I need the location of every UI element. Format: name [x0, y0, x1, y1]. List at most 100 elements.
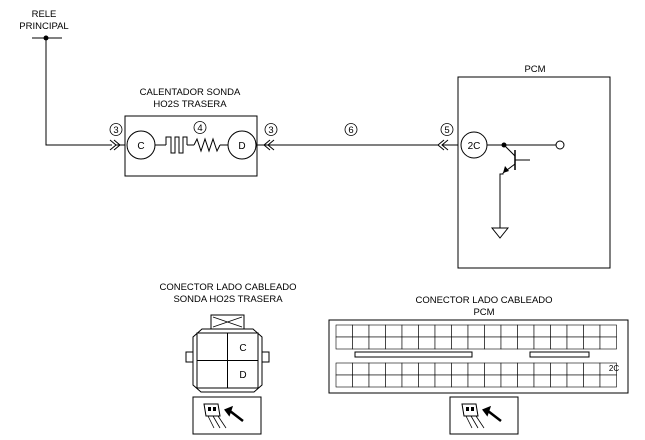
pcm-connector-cavity	[550, 374, 568, 388]
pcm-connector-cavity	[583, 324, 601, 338]
pcm-connector-cavity	[401, 336, 419, 350]
connector-pcm-title-line2: PCM	[473, 307, 494, 318]
pcm-connector-cavity	[566, 324, 584, 338]
pcm-title: PCM	[524, 64, 545, 75]
pcm-connector-cavity	[517, 336, 535, 350]
callout-circle	[109, 123, 123, 136]
pcm-connector-cavity	[385, 374, 403, 388]
pcm-connector-cavity	[533, 362, 551, 376]
transistor-collector	[503, 144, 516, 157]
main-relay: RELE PRINCIPAL	[19, 9, 69, 41]
pcm-connector-cavity	[418, 336, 436, 350]
pcm-connector-cavity	[517, 324, 535, 338]
pcm-connector-top-row	[335, 324, 617, 350]
connector-side-tab	[262, 351, 270, 363]
heater-title-line1: CALENTADOR SONDA	[140, 87, 241, 98]
pcm-connector-cavity	[335, 362, 353, 376]
pcm-connector-cavity	[451, 362, 469, 376]
view-direction-box	[449, 396, 519, 435]
pcm-connector-cavity	[566, 336, 584, 350]
resistor-icon	[193, 137, 221, 153]
pcm-connector-cavity	[401, 362, 419, 376]
pcm-connector-cavity	[352, 362, 370, 376]
pcm-connector-cavity	[335, 336, 353, 350]
pcm-connector-cavity	[451, 336, 469, 350]
callout-wire: 6	[348, 125, 353, 136]
pcm-ground-wire	[499, 173, 504, 228]
pcm-connector-cavity	[599, 374, 617, 388]
pcm-connector-cavity	[401, 374, 419, 388]
pcm-connector-cavity	[484, 336, 502, 350]
pcm-connector-cavity	[500, 362, 518, 376]
pcm-connector-cavity	[484, 324, 502, 338]
callout-circle	[193, 121, 207, 134]
pcm-connector-cavity	[335, 324, 353, 338]
pcm-connector-cavity	[368, 324, 386, 338]
pcm-connector-cavity	[550, 362, 568, 376]
pcm-connector-cavity	[385, 362, 403, 376]
pcm-connector-cavity	[401, 324, 419, 338]
pcm-connector-cavity	[517, 374, 535, 388]
pcm-connector-cavity	[467, 336, 485, 350]
connector-pcm-view: CONECTOR LADO CABLEADO PCM 2C	[328, 295, 629, 435]
pcm-connector-cavity	[533, 336, 551, 350]
heater-title-line2: HO2S TRASERA	[153, 99, 227, 110]
plug-view-icon	[203, 403, 244, 429]
pcm-connector-cavity	[484, 362, 502, 376]
pcm-connector-cavity	[368, 336, 386, 350]
pcm-component: PCM 2C	[457, 64, 611, 269]
pcm-connector-cavity	[368, 362, 386, 376]
pcm-connector-cavity	[583, 362, 601, 376]
pcm-connector-cavity	[533, 374, 551, 388]
pcm-pin-label: 2C	[468, 141, 481, 152]
pcm-connector-cavity	[434, 362, 452, 376]
callout-right-connector: 3	[268, 125, 273, 136]
pcm-connector-cavity	[484, 374, 502, 388]
pcm-connector-cavity	[418, 324, 436, 338]
pcm-connector-cavity	[467, 374, 485, 388]
pcm-connector-cavity	[583, 336, 601, 350]
pcm-connector-key-slot	[354, 351, 473, 358]
pcm-connector-cavity	[352, 324, 370, 338]
connector-pcm-title-line1: CONECTOR LADO CABLEADO	[415, 295, 552, 306]
pcm-connector-cavity	[583, 374, 601, 388]
pcm-connector-cavity	[368, 374, 386, 388]
pcm-connector-cavity	[418, 374, 436, 388]
pcm-connector-cavity	[500, 324, 518, 338]
pcm-connector-cavity	[451, 324, 469, 338]
heater-pin-d-label: D	[238, 141, 245, 152]
connector-cell-d: D	[239, 370, 246, 381]
pcm-connector-cavity	[550, 324, 568, 338]
pcm-box	[457, 76, 611, 269]
pcm-connector-cavity	[385, 324, 403, 338]
pcm-connector-cavity	[599, 336, 617, 350]
pcm-connector-cavity	[352, 374, 370, 388]
pcm-connector-cavity	[566, 362, 584, 376]
pcm-connector-cavity	[599, 324, 617, 338]
connector-side-tab	[185, 351, 193, 363]
pcm-connector-cavity	[418, 362, 436, 376]
pcm-connector-cavity	[434, 374, 452, 388]
pcm-connector-cavity	[335, 374, 353, 388]
ground-icon	[490, 227, 510, 239]
relay-label-line2: PRINCIPAL	[19, 21, 68, 32]
pcm-connector-cell-2c: 2C	[609, 364, 619, 373]
latch-cross	[212, 316, 243, 328]
pcm-connector-cavity	[434, 324, 452, 338]
callout-pcm-connector: 5	[444, 125, 449, 136]
callout-circle	[264, 123, 278, 136]
pcm-connector-cavity	[517, 362, 535, 376]
callout-circle	[440, 123, 454, 136]
pcm-connector-cavity	[566, 374, 584, 388]
view-direction-box	[192, 396, 262, 435]
callout-left-connector: 3	[113, 125, 118, 136]
connector-sensor-view: CONECTOR LADO CABLEADO SONDA HO2S TRASER…	[159, 282, 297, 435]
wire-relay-to-heater	[45, 38, 112, 146]
callout-element: 4	[197, 123, 202, 134]
relay-label-line1: RELE	[32, 9, 57, 20]
pcm-connector-cavity	[550, 336, 568, 350]
pcm-connector-cavity	[467, 362, 485, 376]
pcm-connector-cavity	[467, 324, 485, 338]
connector-sensor-title-line1: CONECTOR LADO CABLEADO	[159, 282, 296, 293]
